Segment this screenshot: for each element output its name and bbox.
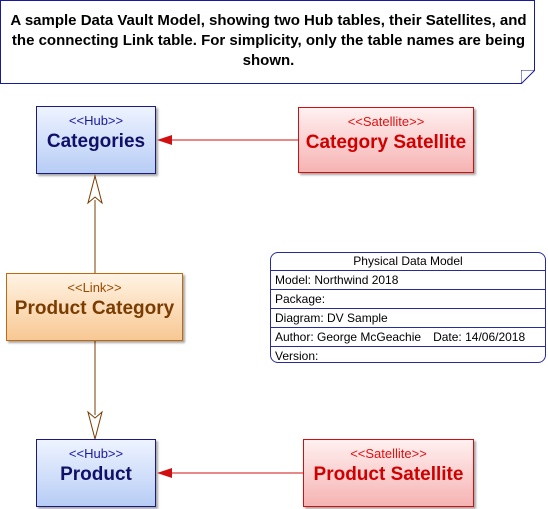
product-satellite-connector[interactable]	[157, 468, 303, 478]
hub-name: Product	[60, 464, 132, 485]
link-product-category[interactable]: <<Link>> Product Category	[6, 273, 183, 341]
link-to-product-connector[interactable]	[87, 341, 103, 441]
note-text: A sample Data Vault Model, showing two H…	[10, 12, 527, 69]
link-stereotype: <<Link>>	[67, 280, 122, 295]
satellite-stereotype: <<Satellite>>	[350, 446, 427, 461]
satellite-product[interactable]: <<Satellite>> Product Satellite	[303, 439, 474, 507]
model-info-title: Physical Data Model	[271, 253, 545, 271]
satellite-stereotype: <<Satellite>>	[347, 114, 425, 129]
link-to-categories-connector[interactable]	[87, 174, 103, 273]
model-info-diagram: Diagram: DV Sample	[271, 309, 545, 328]
hub-name: Categories	[46, 131, 146, 152]
hub-product[interactable]: <<Hub>> Product	[36, 439, 156, 507]
satellite-category[interactable]: <<Satellite>> Category Satellite	[298, 107, 474, 173]
link-name: Product Category	[14, 298, 175, 319]
hub-stereotype: <<Hub>>	[68, 446, 124, 461]
hub-stereotype: <<Hub>>	[68, 113, 124, 128]
model-info-block[interactable]: Physical Data Model Model: Northwind 201…	[270, 252, 546, 363]
note-folded-corner	[521, 70, 535, 84]
model-info-author-row: Author: George McGeachie Date: 14/06/2018	[271, 328, 545, 347]
model-info-model: Model: Northwind 2018	[271, 271, 545, 290]
model-info-version: Version:	[275, 349, 319, 363]
model-info-package: Package:	[271, 290, 545, 309]
category-satellite-connector[interactable]	[157, 135, 298, 145]
model-info-date: Date: 14/06/2018	[433, 330, 526, 344]
satellite-name: Product Satellite	[313, 464, 464, 485]
description-note: A sample Data Vault Model, showing two H…	[0, 0, 535, 84]
satellite-name: Category Satellite	[305, 132, 467, 153]
hub-categories[interactable]: <<Hub>> Categories	[36, 106, 156, 174]
model-info-author: Author: George McGeachie	[275, 330, 422, 344]
